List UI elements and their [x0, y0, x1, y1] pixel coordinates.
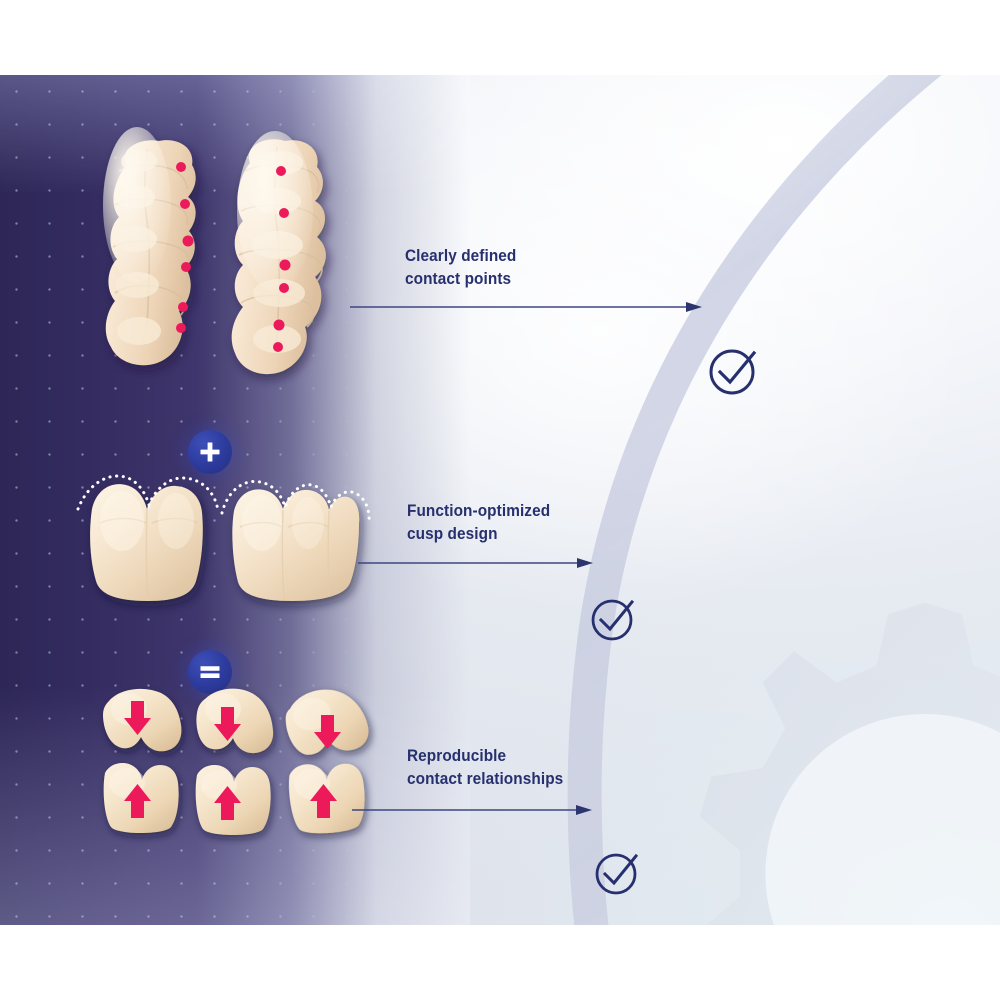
callout-label-line2: contact relationships — [407, 770, 564, 788]
artwork-canvas: Clearly defined contact points Function-… — [0, 75, 1000, 925]
callout-label-line1: Reproducible — [407, 747, 507, 765]
specimen-occlusal-rows — [95, 127, 380, 395]
decorative-arc — [380, 75, 1000, 925]
callout-label-line1: Function-optimized — [407, 502, 551, 520]
specimen-cusp-profiles — [70, 465, 371, 610]
circle-check-icon — [706, 343, 761, 398]
equals-icon — [200, 666, 220, 678]
callout-arrow-line — [350, 299, 710, 315]
equals-operator-badge — [188, 650, 232, 694]
specimen-contact-pairs — [95, 685, 385, 840]
contact-point-markers — [176, 162, 291, 352]
callout-label-line2: cusp design — [407, 525, 498, 543]
plus-icon — [200, 442, 220, 462]
occlusion-direction-arrows — [124, 701, 341, 820]
callout-arrow-line — [358, 555, 603, 571]
circle-check-icon — [592, 847, 642, 897]
callout-arrow-line — [352, 802, 602, 818]
callout-label-line2: contact points — [405, 270, 512, 288]
plus-operator-badge — [188, 430, 232, 474]
gear-icon — [640, 580, 1000, 925]
cusp-outline-left — [76, 474, 220, 513]
callout-label-line1: Clearly defined — [405, 247, 517, 265]
circle-check-icon — [588, 593, 638, 643]
